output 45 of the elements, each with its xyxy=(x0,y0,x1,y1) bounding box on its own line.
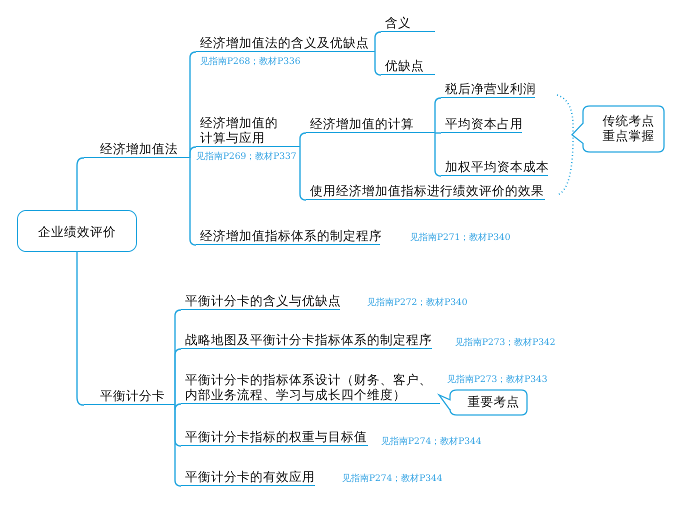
topic-text: 战略地图及平衡计分卡指标体系的制定程序 xyxy=(185,332,432,347)
topic-text: 经济增加值法 xyxy=(100,141,178,156)
topic-text: 经济增加值的计算与应用 xyxy=(200,115,279,145)
branch-line xyxy=(174,403,182,411)
topic-label xyxy=(306,116,435,133)
branch-line xyxy=(374,31,382,52)
topic-text: 含义 xyxy=(385,15,411,30)
topic-text: 企业绩效评价 xyxy=(38,224,116,238)
page-reference: 见指南P271；教材P340 xyxy=(410,232,510,245)
callout-bubble xyxy=(572,105,665,153)
topic-label xyxy=(441,116,522,133)
page-reference: 见指南P272；教材P340 xyxy=(367,296,468,310)
topic-text: 平衡计分卡的含义与优缺点 xyxy=(185,293,341,308)
page-reference: 见指南P274；教材P344 xyxy=(381,436,482,449)
branch-line xyxy=(189,146,196,158)
page-reference: 见指南P268；教材P336 xyxy=(200,56,300,69)
branch-line xyxy=(174,348,182,405)
topic-text: 平衡计分卡 xyxy=(100,388,165,403)
topic-text: 经济增加值的计算 xyxy=(310,116,414,131)
branch-line xyxy=(435,132,441,134)
topic-text: 平均资本占用 xyxy=(445,116,523,131)
topic-text: 经济增加值指标体系的制定程序 xyxy=(200,228,382,243)
branch-line xyxy=(299,132,306,147)
topic-text: 平衡计分卡指标的权重与目标值 xyxy=(185,429,367,444)
callout-bubble xyxy=(439,389,528,416)
topic-text: 经济增加值法的含义及优缺点 xyxy=(200,35,369,50)
topic-text: 传统考点重点掌握 xyxy=(602,113,654,143)
topic-label xyxy=(441,159,548,176)
topic-label xyxy=(441,81,535,98)
topic-text: 使用经济增加值指标进行绩效评价的效果 xyxy=(310,183,544,198)
topic-text: 平衡计分卡的指标体系设计（财务、客户、内部业务流程、学习与成长四个维度） xyxy=(185,372,433,402)
topic-box xyxy=(17,210,137,252)
topic-text: 重要考点 xyxy=(468,394,520,409)
page-reference: 见指南P274；教材P344 xyxy=(342,472,442,486)
topic-label xyxy=(381,58,435,75)
page-reference: 见指南P269；教材P337 xyxy=(196,150,296,164)
page-reference: 见指南P273；教材P343 xyxy=(447,374,548,387)
topic-label xyxy=(84,140,190,158)
topic-text: 优缺点 xyxy=(385,58,424,73)
topic-label xyxy=(381,15,435,32)
page-reference: 见指南P273；教材P342 xyxy=(455,336,556,350)
topic-text: 税后净营业利润 xyxy=(445,81,536,96)
topic-label xyxy=(84,388,175,405)
topic-text: 平衡计分卡的有效应用 xyxy=(185,469,315,484)
topic-text: 加权平均资本成本 xyxy=(445,159,549,174)
